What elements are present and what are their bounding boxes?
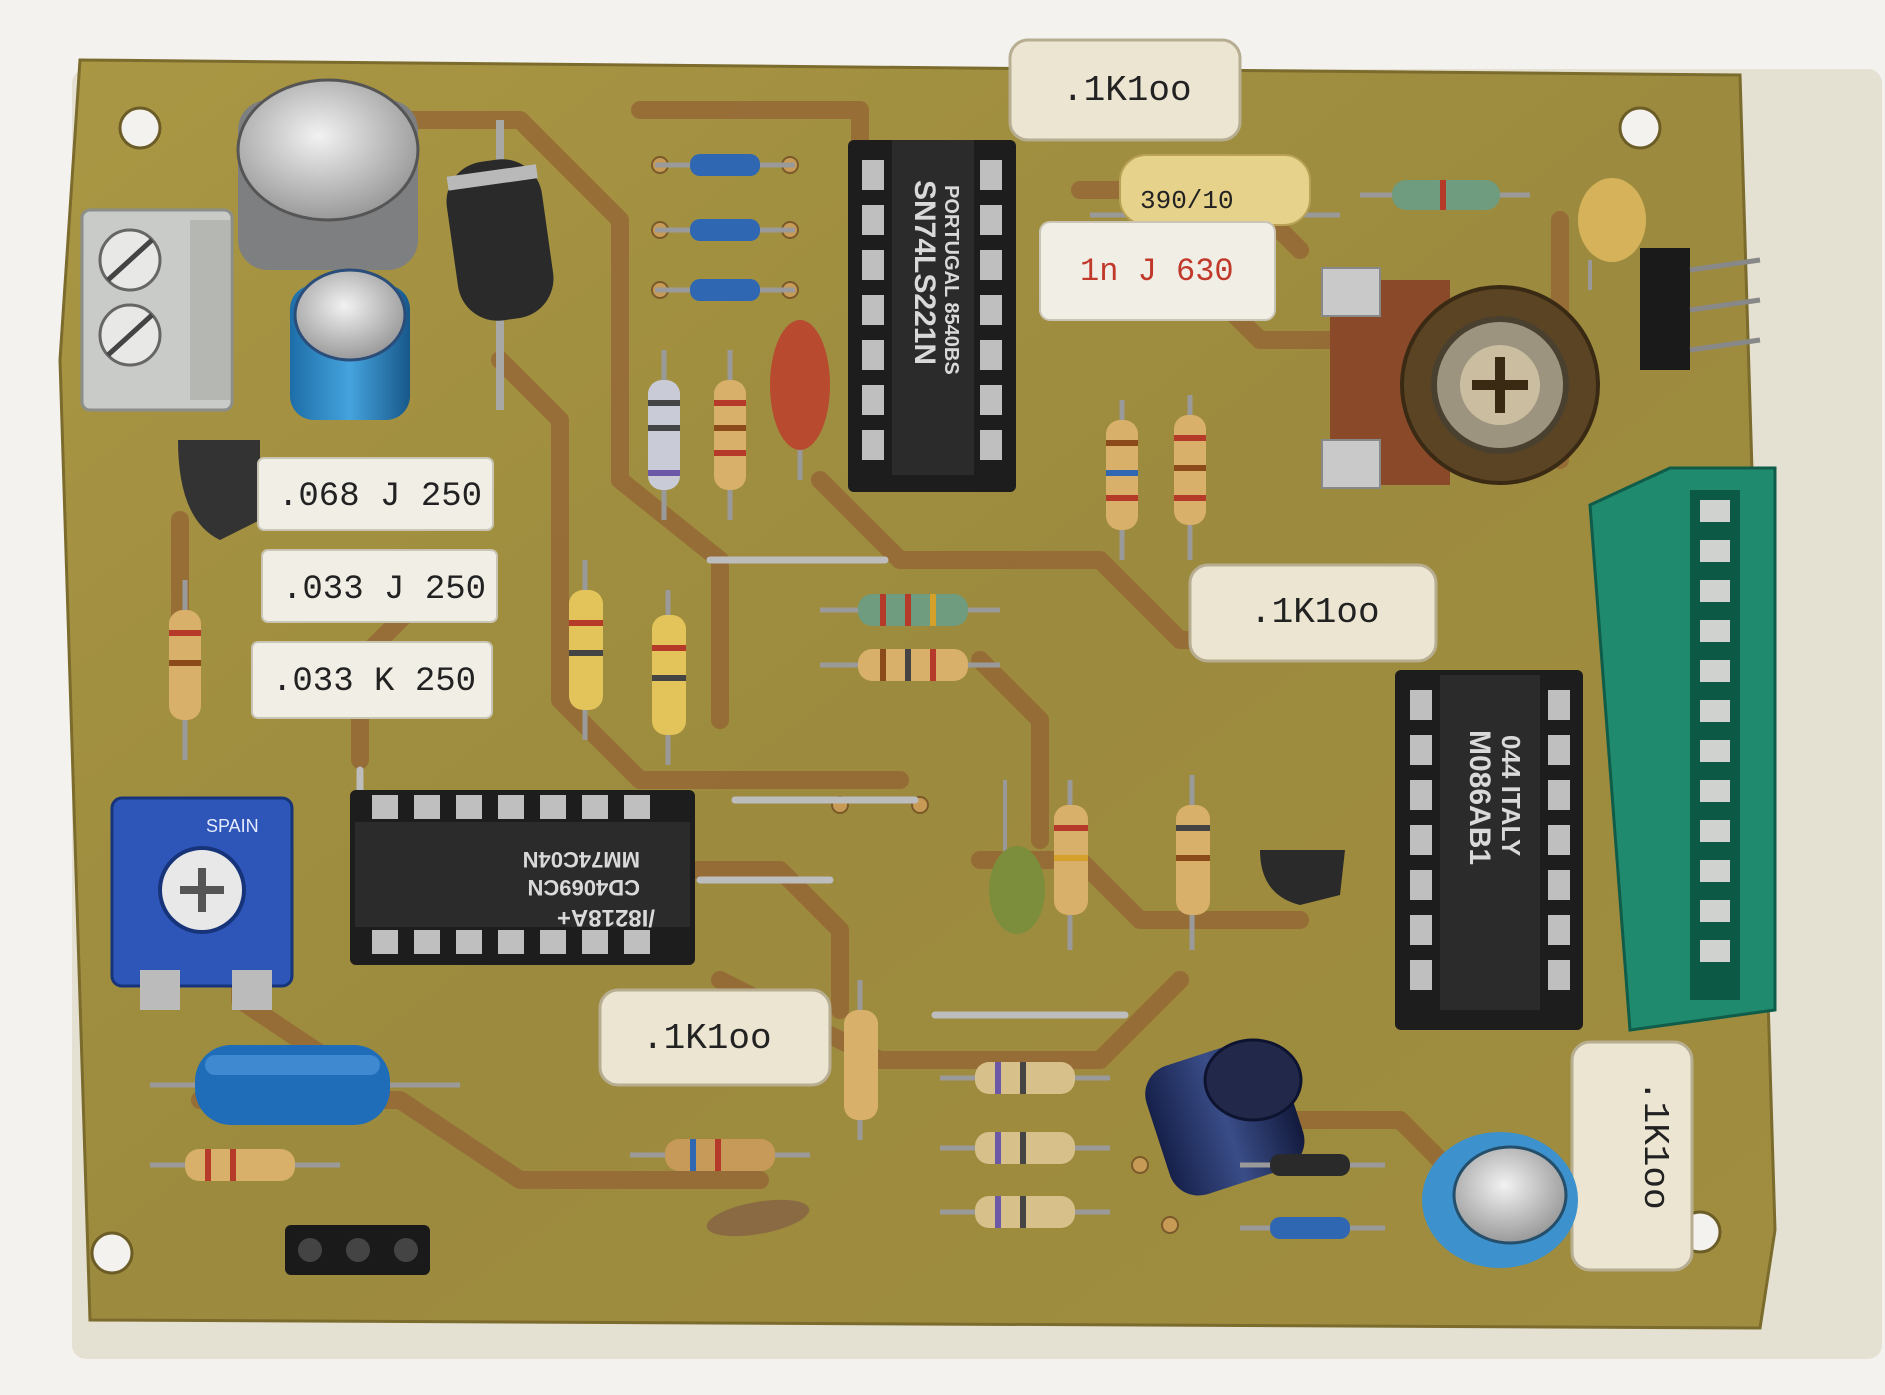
ic2-line1: /I8218A+ <box>557 904 655 931</box>
blue-trimmer: SPAIN <box>110 796 294 1010</box>
edge-connector <box>1588 466 1777 1032</box>
ic2-line2: CD4069CN <box>528 875 641 900</box>
electrolytic-capacitor-light <box>1422 1132 1578 1268</box>
res-mid-label: .1K1oo <box>1250 592 1380 633</box>
power-resistor-right: .1K1oo <box>1570 1040 1694 1272</box>
cap-033j-label: .033 J 250 <box>282 571 486 609</box>
cap-033k-label: .033 K 250 <box>272 663 476 701</box>
ic1-label: SN74LS221N <box>908 180 941 365</box>
small-diodes <box>655 154 795 301</box>
ic1-origin: PORTUGAL 8540BS <box>940 185 962 375</box>
axial-capacitor-blue <box>150 1045 460 1125</box>
cap-yellow-label: 390/10 <box>1140 186 1234 216</box>
film-capacitor-1n: 1n J 630 <box>1039 221 1276 321</box>
power-resistor-top: .1K1oo <box>1008 38 1242 142</box>
transistor-right <box>1260 850 1345 905</box>
film-capacitor-033j: .033 J 250 <box>261 549 498 623</box>
copper-pads <box>651 156 1179 1234</box>
ic3-origin: 044 ITALY <box>1496 735 1526 856</box>
film-capacitor-033k: .033 K 250 <box>251 641 493 719</box>
screw-terminal <box>80 208 234 412</box>
pin-header-bottom <box>285 1225 430 1275</box>
mounting-hole <box>118 106 162 150</box>
trimmer-potentiometer <box>1321 267 1600 489</box>
mounting-hole <box>90 1231 134 1275</box>
transistor <box>178 440 260 540</box>
ic-cd4069cn: /I8218A+ CD4069CN MM74C04N <box>350 790 695 965</box>
polyester-capacitor-yellow: 390/10 <box>1090 154 1340 226</box>
pin-header-top <box>1640 248 1761 370</box>
mounting-hole <box>1618 106 1662 150</box>
cap-068-label: .068 J 250 <box>278 478 482 516</box>
film-capacitor-068: .068 J 250 <box>257 457 494 531</box>
axial-resistors <box>150 180 1530 1228</box>
power-resistor-bottom: .1K1oo <box>598 988 832 1087</box>
ic-m086ab1: M086AB1 044 ITALY <box>1395 670 1583 1030</box>
ceramic-capacitor-tan <box>706 1199 810 1237</box>
cap-1n-label: 1n J 630 <box>1080 253 1234 290</box>
rectifier-diode <box>446 120 554 410</box>
res-bottom-label: .1K1oo <box>642 1018 772 1059</box>
res-top-label: .1K1oo <box>1062 70 1192 111</box>
power-resistor-mid: .1K1oo <box>1188 563 1438 663</box>
electrolytic-capacitor-blue <box>290 268 410 420</box>
ceramic-capacitor-green <box>989 780 1045 934</box>
ic-sn74ls221n: SN74LS221N PORTUGAL 8540BS <box>848 140 1016 492</box>
ic2-line3: MM74C04N <box>523 847 640 872</box>
electrolytic-capacitor-large <box>236 78 420 270</box>
ceramic-capacitor-red <box>770 320 830 480</box>
small-diodes-bottom <box>1240 1154 1385 1239</box>
ceramic-capacitor-orange <box>1578 178 1646 290</box>
res-right-label: .1K1oo <box>1634 1080 1675 1210</box>
ic3-label: M086AB1 <box>1463 730 1496 865</box>
electrolytic-capacitor-dark <box>1145 1038 1305 1196</box>
trimmer-brand-label: SPAIN <box>206 816 259 836</box>
